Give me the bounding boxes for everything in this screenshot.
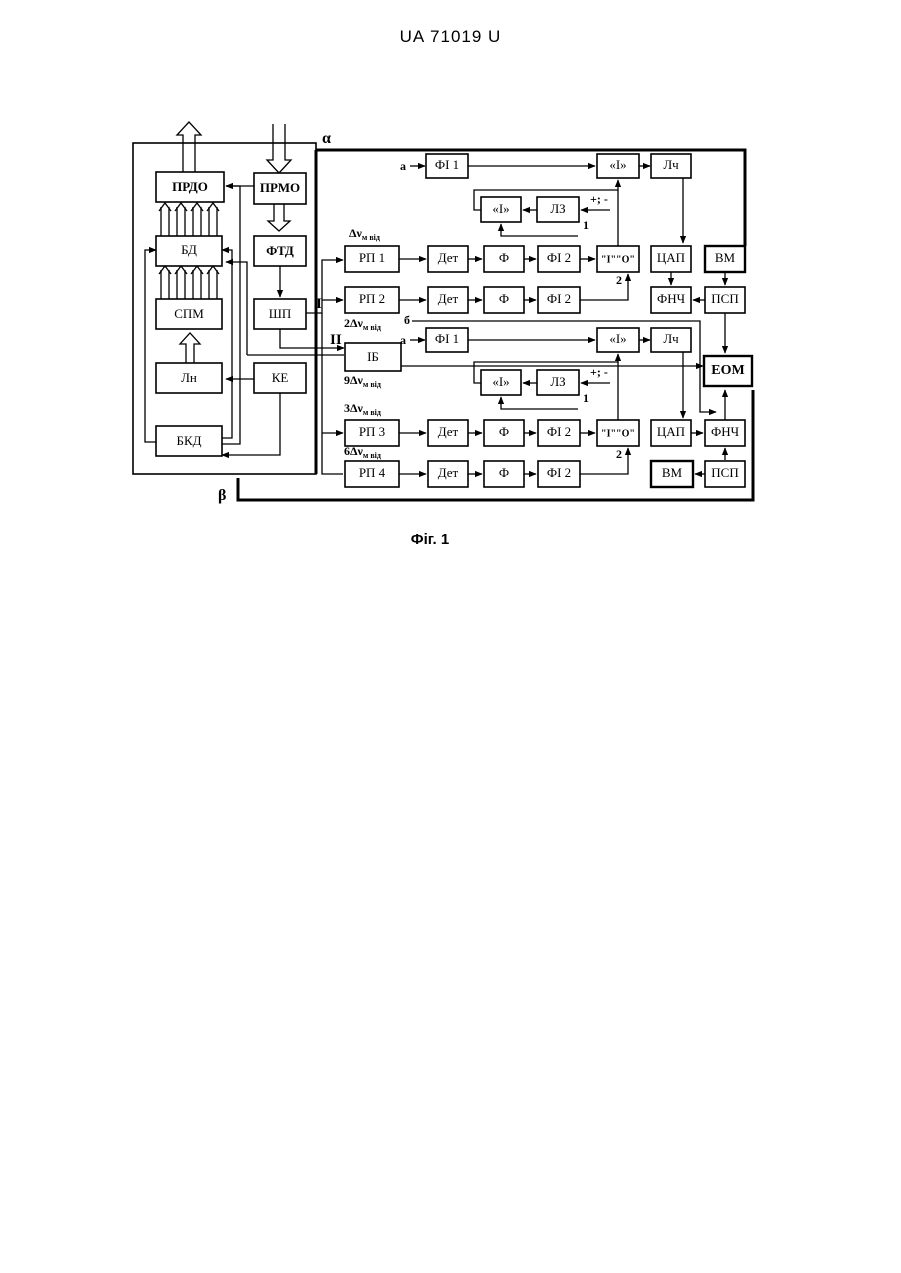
freq2-label: 2Δνм від [344,316,381,332]
label-roman-two: II [330,332,342,348]
label-f4: Ф [499,465,509,480]
signs-bottom: +; - [590,365,608,379]
label-beta: β [218,487,226,504]
label-rp3: РП 3 [359,424,385,439]
signs-top: +; - [590,192,608,206]
label-det2: Дет [438,291,459,306]
label-dac-top: ЦАП [657,250,685,265]
label-fi2-2: ФІ 2 [547,291,571,306]
label-fi2-3: ФІ 2 [547,424,571,439]
label-lz-bottom: ЛЗ [550,374,565,389]
label-det4: Дет [438,465,459,480]
label-shp: ШП [269,306,292,321]
label-dac-bottom: ЦАП [657,424,685,439]
label-eom: ЕОМ [711,363,744,378]
label-f1: Ф [499,250,509,265]
label-lch-top: Лч [663,157,679,172]
label-fi1-top: ФІ 1 [435,157,459,172]
figure-caption: Фіг. 1 [0,531,860,548]
input-b: б [404,313,410,327]
port2-bottom: 2 [616,447,622,461]
label-lch-bottom: Лч [663,331,679,346]
freq9-label: 9Δνм від [344,373,381,389]
label-det1: Дет [438,250,459,265]
label-ln: Лн [181,370,197,385]
label-prmo: ПРМО [260,180,300,195]
or-and2-top [501,224,578,236]
label-ke: КЕ [272,370,289,385]
label-fi1-bottom: ФІ 1 [435,331,459,346]
label-or-top: "І""О" [601,254,635,265]
label-vm-bottom: ВМ [662,465,683,480]
label-lz-top: ЛЗ [550,201,565,216]
label-ib: ІБ [367,349,379,364]
label-spm: СПМ [174,306,204,321]
label-lpf-bottom: ФНЧ [711,424,740,439]
label-and2-top: «І» [492,201,509,216]
label-or-bottom: "І""О" [601,428,635,439]
label-and-top: «І» [609,157,626,172]
label-prdo: ПРДО [172,179,208,194]
freq1-label: Δνм від [349,226,380,242]
label-fi2-1: ФІ 2 [547,250,571,265]
label-fi2-4: ФІ 2 [547,465,571,480]
port1-top: 1 [583,218,589,232]
label-f2: Ф [499,291,509,306]
label-psp-bottom: ПСП [711,465,738,480]
label-psp-top: ПСП [711,291,738,306]
or-and2-bottom [501,397,578,409]
label-bd: БД [181,242,197,257]
label-rp1: РП 1 [359,250,385,265]
label-rp4: РП 4 [359,465,386,480]
label-and-bottom: «І» [609,331,626,346]
input-a-bottom: а [400,333,406,347]
label-rp2: РП 2 [359,291,385,306]
label-det3: Дет [438,424,459,439]
port2-top: 2 [616,273,622,287]
label-vm-top: ВМ [715,250,736,265]
label-roman-one: I [316,296,322,312]
label-bkd: БКД [176,433,201,448]
port1-bottom: 1 [583,391,589,405]
freq3-label: 3Δνм від [344,401,381,417]
label-lpf-top: ФНЧ [657,291,686,306]
label-and2-bottom: «І» [492,374,509,389]
label-f3: Ф [499,424,509,439]
label-ftd: ФТД [266,243,294,258]
input-a-top: а [400,159,406,173]
label-alpha: α [322,130,331,147]
